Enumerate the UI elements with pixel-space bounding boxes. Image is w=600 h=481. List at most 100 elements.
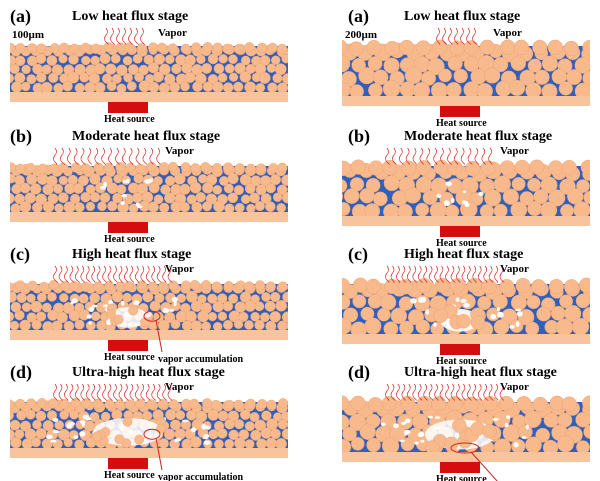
vapor-lines: [385, 383, 504, 401]
vapor-bubble: [162, 307, 168, 314]
particle: [264, 201, 276, 212]
vapor-line: [74, 383, 80, 401]
particle: [0, 64, 10, 75]
particle: [16, 292, 27, 303]
particle: [42, 183, 54, 196]
particle: [202, 398, 213, 409]
heat-source-label: Heat source: [104, 470, 155, 481]
vapor-label: Vapor: [165, 145, 194, 157]
vapor-line: [149, 147, 154, 165]
particle: [583, 424, 590, 439]
particle: [229, 72, 239, 82]
particle: [136, 182, 148, 195]
particle: [0, 84, 8, 93]
particle: [576, 440, 590, 455]
vapor-bubble: [174, 439, 178, 443]
particle: [185, 290, 198, 303]
particle: [365, 278, 381, 294]
vapor-bubble: [515, 321, 520, 328]
particle: [10, 63, 20, 74]
vapor-patch: [93, 418, 163, 446]
particle: [112, 192, 123, 204]
particle: [244, 300, 256, 312]
particle: [563, 279, 580, 295]
particle: [372, 191, 388, 207]
particle: [60, 280, 71, 292]
vapor-line: [428, 383, 434, 401]
particle: [10, 162, 17, 173]
vapor-bubble: [135, 202, 140, 207]
particle: [113, 174, 123, 184]
panel-tag: (c): [348, 244, 368, 265]
particle: [558, 81, 573, 96]
particle: [106, 182, 119, 194]
particle: [244, 81, 257, 94]
particle: [167, 161, 179, 173]
particle: [80, 163, 91, 174]
heat-source: [440, 106, 480, 117]
vapor-bubble: [120, 201, 125, 205]
particle: [579, 277, 590, 293]
particle: [135, 398, 146, 410]
particle: [89, 191, 101, 203]
particle: [122, 292, 132, 303]
particle: [27, 43, 38, 54]
particle: [123, 281, 134, 292]
vapor-region: [46, 414, 211, 449]
particle: [35, 311, 47, 322]
particle: [133, 173, 144, 184]
particle: [582, 395, 590, 411]
vapor-bubble: [393, 423, 399, 429]
particle: [89, 173, 101, 185]
particle: [350, 436, 365, 451]
particle: [416, 160, 432, 176]
particle: [493, 175, 511, 193]
heat-source-label: Heat source: [104, 352, 155, 363]
particle: [146, 162, 157, 173]
particle: [272, 73, 283, 84]
vapor-line: [426, 147, 431, 165]
particle: [289, 64, 299, 74]
particle: [99, 192, 111, 203]
particle: [383, 174, 400, 192]
particle: [277, 419, 288, 430]
particle: [268, 163, 279, 174]
vapor-line: [128, 147, 134, 165]
particle: [197, 294, 207, 304]
particle: [502, 188, 520, 205]
particle: [287, 304, 288, 309]
vapor-line: [472, 27, 478, 45]
particle: [53, 183, 64, 194]
particle: [69, 409, 79, 420]
vapor-line: [134, 27, 140, 45]
vapor-bubble: [133, 300, 140, 306]
vapor-bubble: [410, 298, 417, 304]
particle: [212, 185, 223, 195]
vapor-line: [474, 147, 480, 165]
particle: [212, 301, 224, 313]
vapor-bubble: [478, 191, 484, 197]
vapor-line: [110, 27, 115, 45]
particle: [80, 42, 91, 54]
particle: [384, 278, 400, 295]
panel-title: Low heat flux stage: [72, 9, 188, 24]
particle: [180, 81, 190, 92]
vapor-line: [113, 383, 119, 401]
panel-title: Ultra-high heat flux stage: [72, 365, 225, 380]
particle: [10, 282, 14, 292]
particle: [1, 302, 10, 311]
particle: [202, 201, 213, 212]
particle: [470, 315, 486, 330]
particle: [477, 295, 492, 311]
particle: [104, 399, 115, 410]
panel-title: High heat flux stage: [72, 247, 191, 262]
particle: [37, 163, 48, 174]
particle: [132, 53, 143, 64]
particle: [482, 424, 497, 439]
vapor-line: [69, 265, 75, 283]
particle: [228, 293, 239, 304]
vapor-bubble: [380, 422, 386, 427]
particle: [175, 410, 186, 420]
particle: [254, 419, 267, 432]
